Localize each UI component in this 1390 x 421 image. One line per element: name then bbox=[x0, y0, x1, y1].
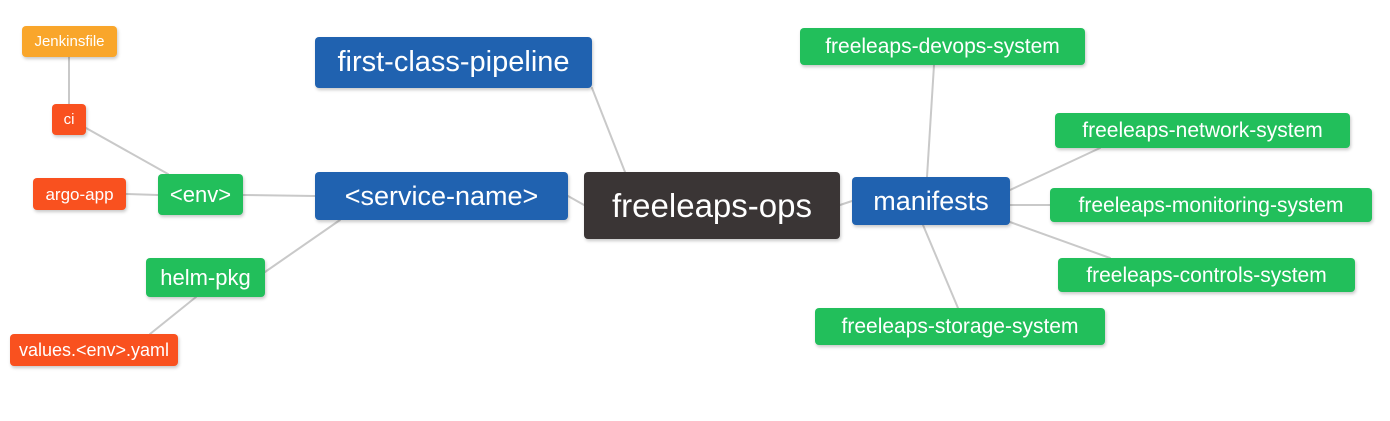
mindmap-node-label: freeleaps-monitoring-system bbox=[1078, 193, 1344, 217]
mindmap-edge bbox=[242, 194, 316, 197]
mindmap-node-label: freeleaps-storage-system bbox=[841, 315, 1079, 338]
mindmap-node-label: freeleaps-controls-system bbox=[1086, 263, 1327, 287]
mindmap-node-service-name[interactable]: <service-name> bbox=[315, 172, 568, 220]
mindmap-node-label: ci bbox=[63, 111, 75, 128]
mindmap-node-label: <env> bbox=[169, 181, 232, 207]
mindmap-node-ci[interactable]: ci bbox=[52, 104, 86, 135]
mindmap-edge bbox=[922, 224, 959, 309]
mindmap-edge bbox=[149, 296, 197, 335]
mindmap-edge bbox=[125, 193, 159, 196]
mindmap-edge bbox=[926, 64, 935, 178]
mindmap-node-label: first-class-pipeline bbox=[337, 46, 570, 78]
mindmap-edge bbox=[567, 195, 585, 206]
mindmap-edge bbox=[85, 127, 169, 175]
mindmap-node-freeleaps-devops-system[interactable]: freeleaps-devops-system bbox=[800, 28, 1085, 65]
mindmap-node-helm-pkg[interactable]: helm-pkg bbox=[146, 258, 265, 297]
mindmap-node-freeleaps-controls-system[interactable]: freeleaps-controls-system bbox=[1058, 258, 1355, 292]
mindmap-node-freeleaps-ops[interactable]: freeleaps-ops bbox=[584, 172, 840, 239]
mindmap-node-manifests[interactable]: manifests bbox=[852, 177, 1010, 225]
mindmap-node-label: values.<env>.yaml bbox=[18, 340, 170, 360]
mindmap-node-label: <service-name> bbox=[344, 180, 539, 211]
mindmap-node-env[interactable]: <env> bbox=[158, 174, 243, 215]
mindmap-node-label: manifests bbox=[873, 185, 989, 216]
mindmap-node-label: Jenkinsfile bbox=[34, 33, 105, 50]
mindmap-edge bbox=[1009, 221, 1111, 259]
mindmap-node-freeleaps-network-system[interactable]: freeleaps-network-system bbox=[1055, 113, 1350, 148]
mindmap-node-label: freeleaps-devops-system bbox=[825, 35, 1060, 58]
mindmap-edge bbox=[839, 200, 853, 206]
mindmap-node-values-env-yaml[interactable]: values.<env>.yaml bbox=[10, 334, 178, 366]
mindmap-node-argo-app[interactable]: argo-app bbox=[33, 178, 126, 210]
mindmap-node-freeleaps-monitoring-system[interactable]: freeleaps-monitoring-system bbox=[1050, 188, 1372, 222]
mindmap-node-label: argo-app bbox=[45, 184, 114, 204]
mindmap-node-jenkinsfile[interactable]: Jenkinsfile bbox=[22, 26, 117, 57]
mindmap-edge bbox=[591, 87, 626, 173]
mindmap-edge bbox=[264, 219, 341, 273]
mindmap-node-label: freeleaps-network-system bbox=[1082, 119, 1323, 142]
mindmap-node-label: helm-pkg bbox=[160, 264, 251, 290]
mindmap-edge bbox=[1009, 147, 1101, 191]
mindmap-node-freeleaps-storage-system[interactable]: freeleaps-storage-system bbox=[815, 308, 1105, 345]
mindmap-node-label: freeleaps-ops bbox=[612, 187, 812, 224]
mindmap-node-first-class-pipeline[interactable]: first-class-pipeline bbox=[315, 37, 592, 88]
